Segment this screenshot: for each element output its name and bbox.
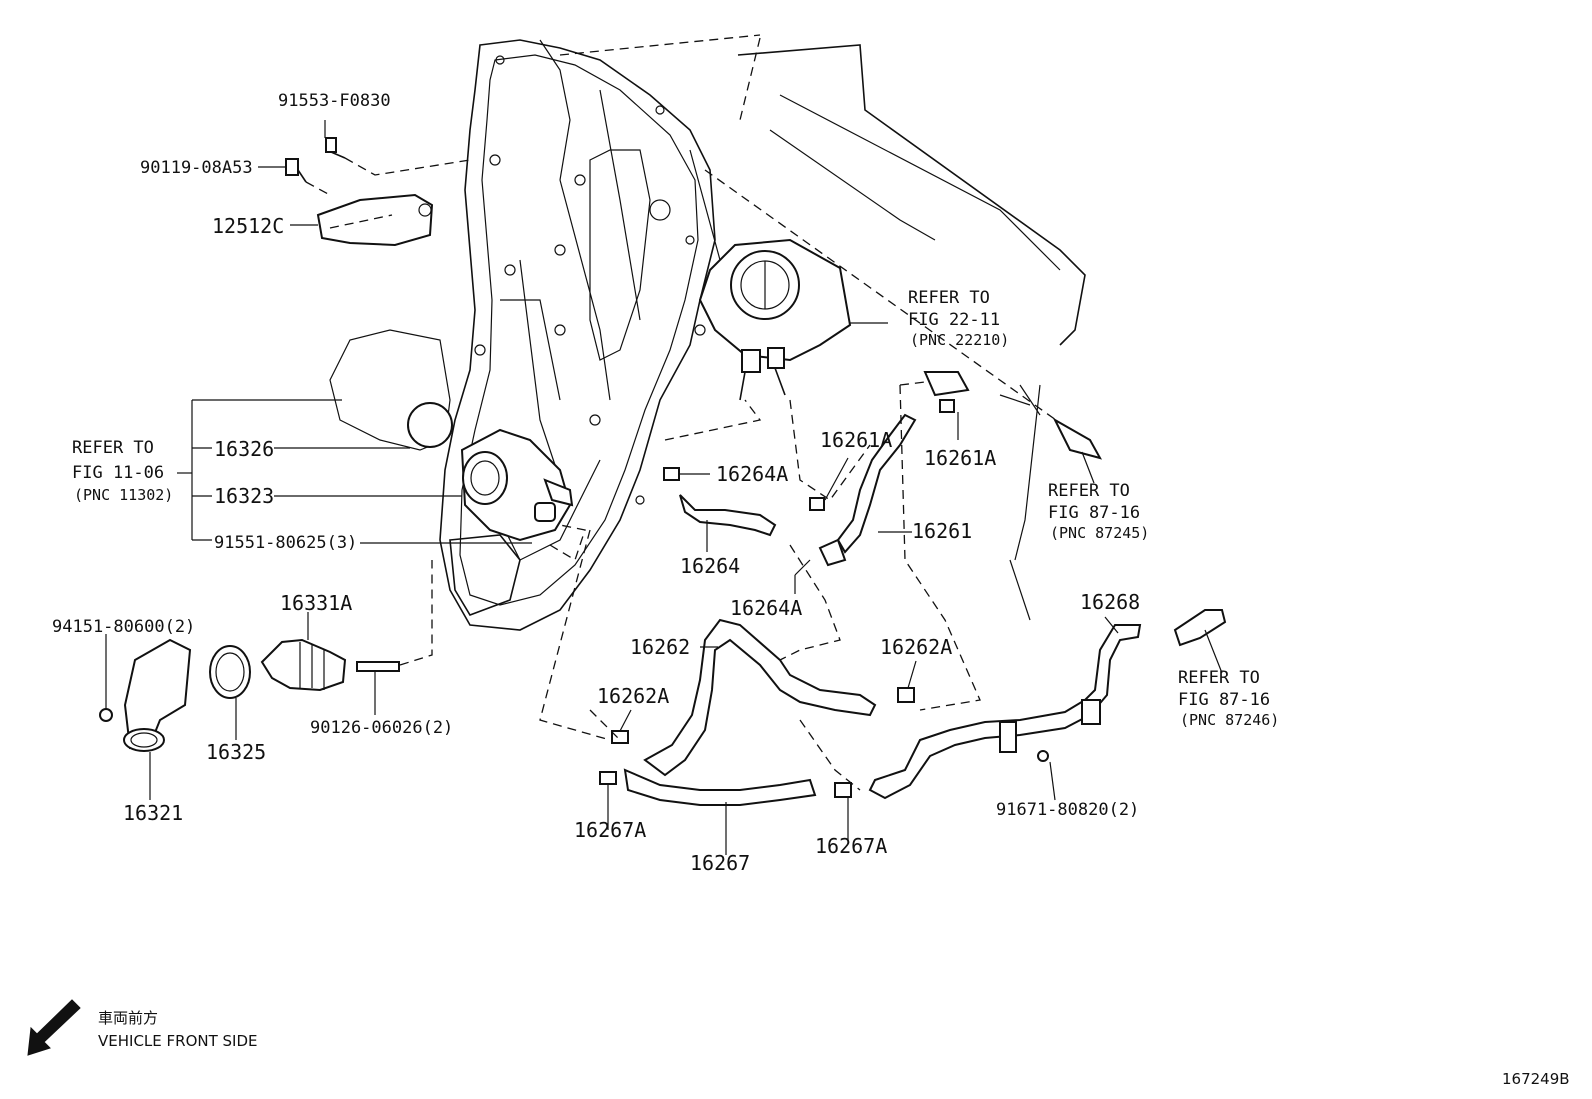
water-inlet-housing <box>460 428 574 542</box>
bolt-91553 <box>325 137 346 159</box>
label-pnc-87245: (PNC 87245) <box>1050 524 1149 542</box>
dash-16261a <box>899 381 926 386</box>
label-fig-87-16-b: FIG 87-16 <box>1178 690 1270 710</box>
dash-throttle-16264a <box>664 399 762 441</box>
label-91551-80625: 91551-80625(3) <box>214 533 357 553</box>
thermostat-16331a <box>260 638 347 692</box>
label-16262: 16262 <box>630 635 690 659</box>
label-16267a-left: 16267A <box>574 818 646 842</box>
label-16325: 16325 <box>206 740 266 764</box>
hose-16267 <box>599 768 852 806</box>
label-16264a-bottom: 16264A <box>730 596 802 620</box>
label-refer-to-left: REFER TO <box>72 438 154 458</box>
engine-block-outline <box>559 34 1086 621</box>
label-16261: 16261 <box>912 519 972 543</box>
label-16262a-left: 16262A <box>597 684 669 708</box>
label-91671-80820: 91671-80820(2) <box>996 800 1139 820</box>
label-90126-06026: 90126-06026(2) <box>310 718 453 738</box>
label-16261a-right: 16261A <box>924 446 996 470</box>
dash-throttle-16261 <box>789 399 871 501</box>
label-pnc-87246: (PNC 87246) <box>1180 711 1279 729</box>
label-pnc-22210: (PNC 22210) <box>910 331 1009 349</box>
hose-87245-stub <box>923 371 1103 460</box>
label-16264a-top: 16264A <box>716 462 788 486</box>
dash-16262a <box>589 709 621 741</box>
label-16267a-right: 16267A <box>815 834 887 858</box>
label-refer-to-87245: REFER TO <box>1048 481 1130 501</box>
pipe-16268 <box>868 624 1142 800</box>
bolt-90119 <box>285 158 307 183</box>
label-16267: 16267 <box>690 851 750 875</box>
label-94151-80600: 94151-80600(2) <box>52 617 195 637</box>
label-fig-87-16-a: FIG 87-16 <box>1048 503 1140 523</box>
part-labels: 91553-F0830 90119-08A53 12512C REFER TO … <box>52 91 1279 875</box>
label-refer-to-throttle: REFER TO <box>908 288 990 308</box>
leader-lines <box>105 120 1223 855</box>
diagram-number: 167249B <box>1502 1070 1570 1088</box>
label-vehicle-front-side: VEHICLE FRONT SIDE <box>98 1032 258 1050</box>
label-front-japanese: 車両前方 <box>98 1009 158 1027</box>
label-16261a-left: 16261A <box>820 428 892 452</box>
leader-dash-bolt-2 <box>305 181 331 196</box>
gasket-16325 <box>209 645 251 699</box>
label-16264: 16264 <box>680 554 740 578</box>
label-fig-11-06: FIG 11-06 <box>72 463 164 483</box>
label-fig-22-11: FIG 22-11 <box>908 310 1000 330</box>
dash-left-housing <box>539 529 611 741</box>
label-90119-08a53: 90119-08A53 <box>140 158 253 178</box>
label-16268: 16268 <box>1080 590 1140 614</box>
label-refer-to-87246: REFER TO <box>1178 668 1260 688</box>
leader-dash-stud <box>399 560 433 666</box>
label-91553-f0830: 91553-F0830 <box>278 91 391 111</box>
dash-16264a-2 <box>779 544 841 661</box>
stud-90126 <box>356 661 400 672</box>
vehicle-front-arrow-icon <box>27 999 81 1056</box>
dash-16267a <box>799 719 861 791</box>
water-inlet-16321 <box>99 638 192 752</box>
label-16331a: 16331A <box>280 591 352 615</box>
label-16326: 16326 <box>214 437 274 461</box>
label-12512c: 12512C <box>212 214 284 238</box>
label-16323: 16323 <box>214 484 274 508</box>
hose-87246-stub <box>1173 609 1227 647</box>
label-16262a-right: 16262A <box>880 635 952 659</box>
dash-right-loop <box>899 384 981 711</box>
bracket-12512c <box>316 193 434 247</box>
leader-dash-bolt-1 <box>344 157 471 176</box>
timing-cover <box>329 39 716 631</box>
label-pnc-11302: (PNC 11302) <box>74 486 173 504</box>
hose-16261 <box>809 399 955 567</box>
throttle-body <box>698 238 852 401</box>
label-16321: 16321 <box>123 801 183 825</box>
